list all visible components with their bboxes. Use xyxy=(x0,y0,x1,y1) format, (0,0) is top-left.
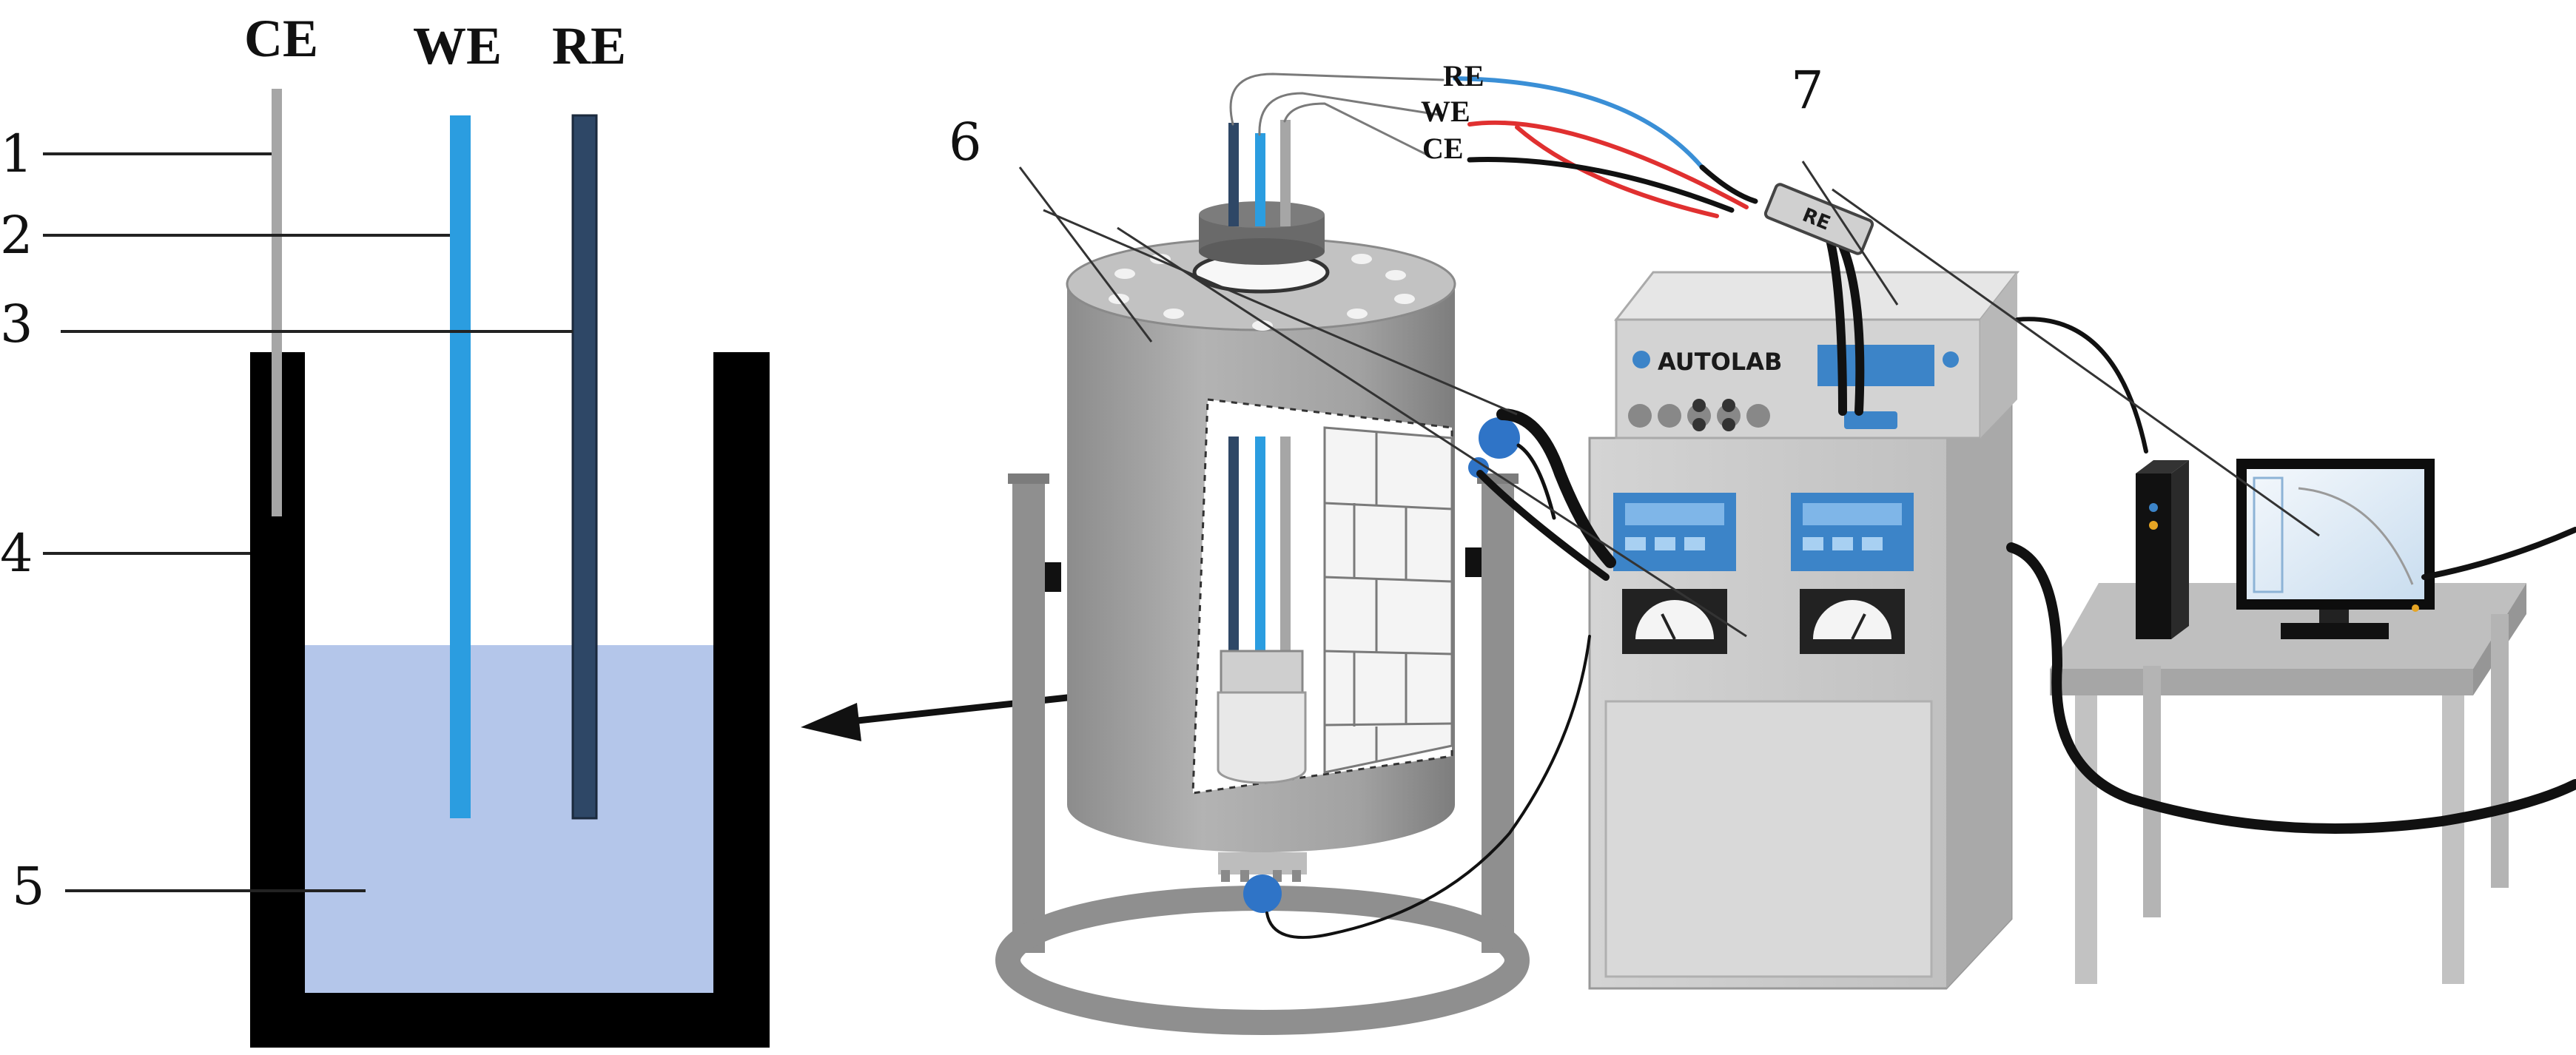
part-number-6: 6 xyxy=(949,112,982,172)
cable-label-re: RE xyxy=(1443,59,1484,92)
re-cable-adapter: RE xyxy=(1763,183,1874,255)
part-number-4: 4 xyxy=(0,523,33,584)
computer-tower xyxy=(2136,460,2189,639)
label-we: WE xyxy=(413,16,502,75)
label-re: RE xyxy=(552,16,626,75)
autoclave xyxy=(995,120,1530,1035)
part-number-1: 1 xyxy=(0,124,33,184)
computer-monitor xyxy=(2236,459,2435,639)
stand-ring xyxy=(995,886,1530,1035)
leader-lines-right xyxy=(1018,161,2320,638)
electrochemical-cell xyxy=(250,89,770,1048)
cable-label-ce: CE xyxy=(1422,132,1464,165)
part-number-7: 7 xyxy=(1791,60,1824,121)
part-number-2: 2 xyxy=(0,205,33,266)
part-number-3: 3 xyxy=(0,294,33,354)
leader-lines-left xyxy=(43,152,573,892)
part-number-5: 5 xyxy=(12,856,45,917)
inner-brick-wall xyxy=(1323,426,1453,774)
autolab-brand-label: AUTOLAB xyxy=(1658,348,1782,376)
cable-label-we: WE xyxy=(1421,95,1470,128)
cell-container-wall xyxy=(250,352,770,1048)
cables xyxy=(1229,73,2576,940)
potentiostat-cabinet: AUTOLAB xyxy=(1588,271,2020,990)
computer-desk xyxy=(2050,583,2526,984)
reference-electrode-rod xyxy=(573,115,596,818)
stand-post-left xyxy=(1012,479,1045,953)
label-ce: CE xyxy=(244,9,318,68)
counter-electrode-rod xyxy=(272,89,282,516)
autolab-display xyxy=(1817,345,1934,386)
working-electrode-rod xyxy=(450,115,471,818)
electrolyte-solution xyxy=(305,645,713,993)
stand-post-right xyxy=(1482,479,1514,953)
